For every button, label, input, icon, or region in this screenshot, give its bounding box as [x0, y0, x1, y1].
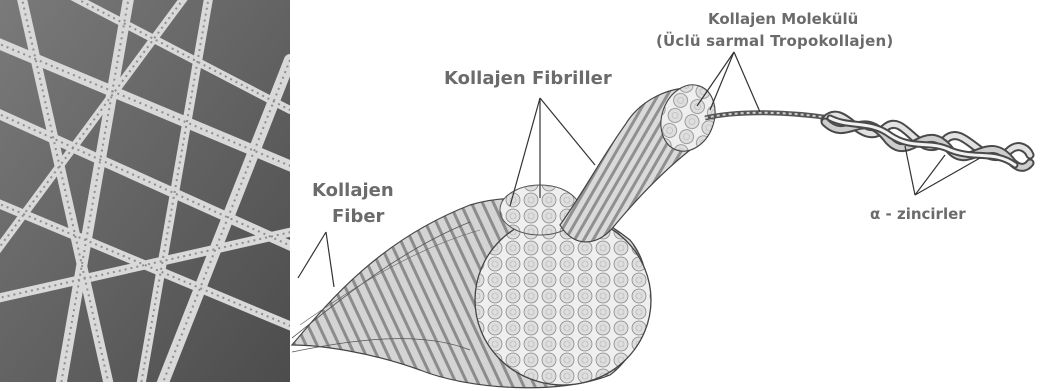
fiber-cross-section [475, 215, 651, 385]
triple-helix [825, 115, 1030, 167]
label-triple-helix-tropocollagen: (Üclü sarmal Tropokollajen) [656, 32, 893, 50]
label-collagen-fiber-line1: Kollajen [312, 180, 394, 201]
label-collagen-fiber-line2: Fiber [332, 206, 384, 227]
label-collagen-molecule: Kollajen Molekülü [708, 10, 858, 28]
label-alpha-chains: α - zincirler [870, 205, 966, 223]
label-collagen-fibrils: Kollajen Fibriller [444, 68, 612, 89]
